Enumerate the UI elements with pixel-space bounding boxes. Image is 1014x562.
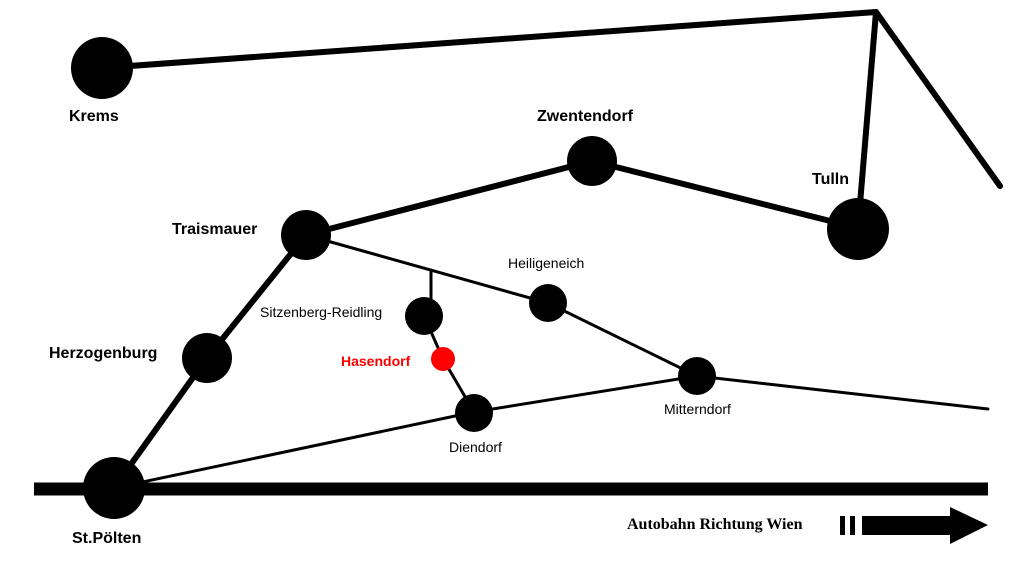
arrow-right-icon (840, 507, 988, 544)
town-marker-krems[interactable] (71, 37, 133, 99)
label-zwentendorf: Zwentendorf (537, 108, 634, 125)
road-krems-tulln (99, 9, 879, 231)
label-tulln: Tulln (812, 171, 849, 188)
town-marker-heiligeneich[interactable] (529, 284, 567, 322)
label-traismauer: Traismauer (172, 221, 257, 238)
motorway-direction-legend: Autobahn Richtung Wien (627, 507, 988, 544)
label-heiligeneich: Heiligeneich (508, 255, 584, 271)
town-labels: Krems Zwentendorf Tulln Traismauer Heili… (49, 108, 849, 547)
town-markers (71, 37, 889, 519)
label-diendorf: Diendorf (449, 439, 502, 455)
road-stpoelten-diendorf-mitterndorf (112, 374, 990, 490)
label-krems: Krems (69, 108, 119, 125)
label-herzogenburg: Herzogenburg (49, 345, 157, 362)
town-marker-herzogenburg[interactable] (182, 333, 232, 383)
town-marker-sitzenberg-reidling[interactable] (405, 297, 443, 335)
label-sitzenberg-reidling: Sitzenberg-Reidling (260, 304, 382, 320)
road-tulln-east (873, 9, 1003, 189)
town-marker-st-poelten[interactable] (83, 457, 145, 519)
town-marker-mitterndorf[interactable] (678, 357, 716, 395)
label-mitterndorf: Mitterndorf (664, 401, 731, 417)
label-hasendorf: Hasendorf (341, 353, 411, 369)
town-marker-zwentendorf[interactable] (567, 136, 617, 186)
motorway-direction-label: Autobahn Richtung Wien (627, 516, 803, 533)
minor-roads (112, 233, 990, 490)
town-marker-tulln[interactable] (827, 198, 889, 260)
label-st-poelten: St.Pölten (72, 530, 141, 547)
town-marker-diendorf[interactable] (455, 394, 493, 432)
town-marker-traismauer[interactable] (281, 210, 331, 260)
town-marker-hasendorf[interactable] (431, 347, 455, 371)
